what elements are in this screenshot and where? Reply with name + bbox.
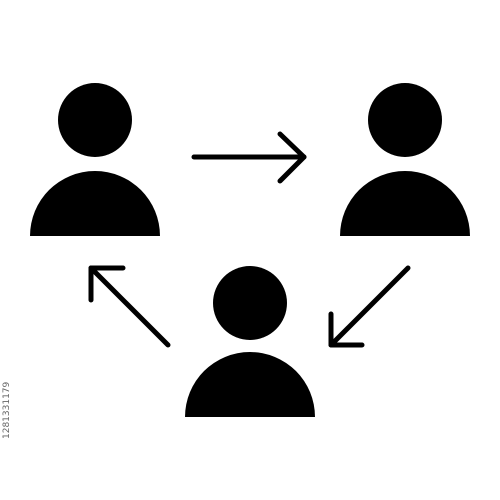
person-top-right-body — [340, 171, 470, 236]
person-top-right-user-icon — [340, 83, 470, 236]
person-bottom-body — [185, 352, 315, 417]
arrow-up-left-icon — [88, 265, 171, 348]
person-bottom-head — [213, 266, 287, 340]
person-top-left-head — [58, 83, 132, 157]
person-top-left-user-icon — [30, 83, 160, 236]
arrow-down-left-icon — [328, 265, 411, 348]
arrow-right-icon — [191, 131, 307, 184]
stock-image-id: 1281331179 — [2, 381, 12, 439]
person-bottom-center-user-icon — [185, 266, 315, 417]
person-top-left-body — [30, 171, 160, 236]
person-top-right-head — [368, 83, 442, 157]
